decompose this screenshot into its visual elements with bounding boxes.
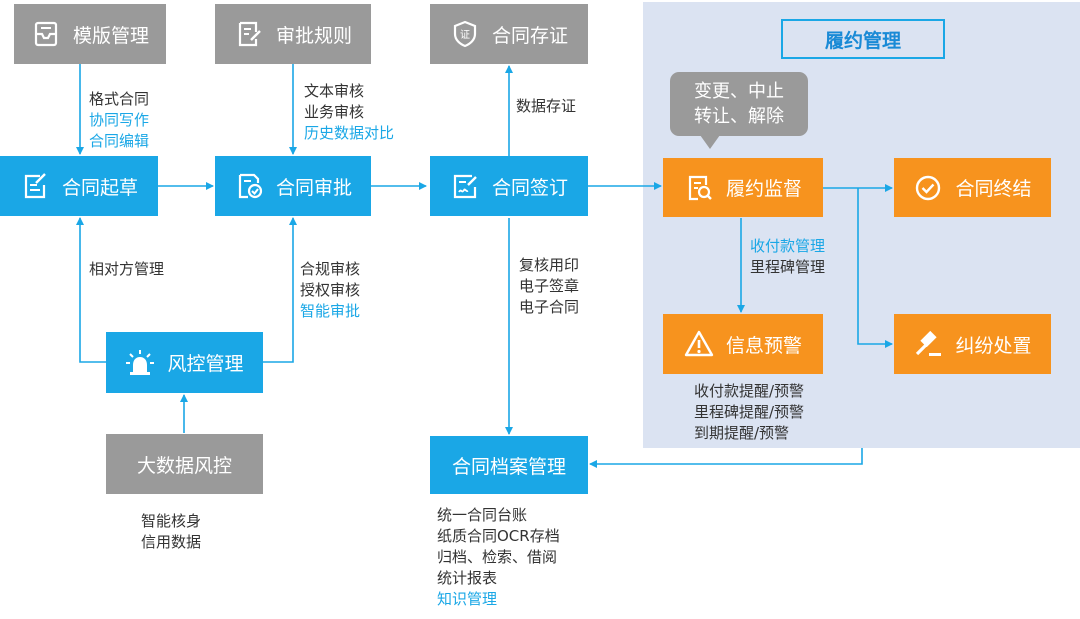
template-management-label: 模版管理: [72, 24, 149, 47]
change-bubble: 变更、中止 转让、解除: [670, 72, 808, 136]
warning-annotation: 收付款提醒/预警 里程碑提醒/预警 到期提醒/预警: [694, 381, 804, 444]
annotation-line: 格式合同: [89, 90, 150, 108]
annotation-line: 复核用印: [519, 256, 580, 274]
contract-close-label: 合同终结: [955, 178, 1032, 200]
annotation-line: 协同写作: [89, 111, 150, 129]
annotation-line: 业务审核: [304, 103, 365, 121]
warning-triangle-icon: [684, 330, 714, 357]
info-warning-box[interactable]: 信息预警: [663, 314, 823, 374]
template-annotation: 格式合同 协同写作 合同编辑: [89, 89, 149, 152]
bigdata-annotation: 智能核身 信用数据: [141, 511, 201, 553]
contract-archive-label: 合同档案管理: [451, 455, 566, 478]
annotation-line: 数据存证: [516, 97, 577, 115]
checklist-icon: [238, 21, 261, 47]
contract-evidence-label: 合同存证: [491, 24, 568, 47]
alarm-light-icon: [126, 349, 155, 375]
risk-control-box[interactable]: 风控管理: [106, 332, 263, 393]
info-warning-label: 信息预警: [725, 334, 802, 357]
annotation-line: 到期提醒/预警: [694, 424, 790, 442]
annotation-line: 信用数据: [141, 533, 202, 551]
annotation-line: 归档、检索、借阅: [437, 548, 558, 566]
contract-close-box[interactable]: 合同终结: [894, 158, 1051, 217]
annotation-line: 授权审核: [300, 281, 361, 299]
bubble-tail: [700, 135, 720, 149]
document-search-icon: [688, 175, 712, 200]
annotation-line: 里程碑提醒/预警: [694, 403, 805, 421]
annotation-line: 历史数据对比: [304, 124, 395, 142]
check-circle-icon: [916, 175, 941, 200]
rules-annotation: 文本审核 业务审核 历史数据对比: [304, 81, 394, 144]
signature-document-icon: [453, 174, 477, 199]
annotation-line: 智能核身: [141, 512, 202, 530]
contract-approval-box[interactable]: 合同审批: [215, 156, 371, 216]
big-data-risk-box[interactable]: 大数据风控: [106, 434, 263, 494]
tray-icon: [34, 21, 58, 47]
monitor-warning-annotation: 收付款管理 里程碑管理: [750, 236, 825, 278]
contract-approval-label: 合同审批: [275, 176, 352, 199]
contract-signing-box[interactable]: 合同签订: [430, 156, 588, 216]
contract-signing-label: 合同签订: [491, 176, 568, 199]
panel-title: 履约管理: [781, 19, 945, 59]
annotation-line: 合规审核: [300, 260, 361, 278]
annotation-line: 收付款管理: [750, 237, 826, 255]
shield-certificate-icon: 证: [453, 20, 477, 48]
arrow-risk-to-approval: [263, 217, 297, 363]
archive-annotation: 统一合同台账 纸质合同OCR存档 归档、检索、借阅 统计报表 知识管理: [437, 505, 560, 610]
bubble-line-1: 变更、中止: [694, 81, 784, 102]
annotation-line: 知识管理: [437, 590, 498, 608]
svg-text:证: 证: [460, 29, 470, 41]
arrow-monitor-to-dispute: [857, 188, 893, 348]
arrow-risk-to-draft: [76, 217, 106, 363]
annotation-line: 相对方管理: [89, 260, 165, 278]
contract-draft-box[interactable]: 合同起草: [0, 156, 158, 216]
performance-monitor-box[interactable]: 履约监督: [663, 158, 823, 217]
bubble-line-2: 转让、解除: [694, 106, 784, 127]
approved-document-icon: [238, 173, 263, 199]
annotation-line: 收付款提醒/预警: [694, 382, 805, 400]
annotation-line: 智能审批: [300, 302, 361, 320]
annotation-line: 文本审核: [304, 82, 365, 100]
risk-approval-annotation: 合规审核 授权审核 智能审批: [300, 259, 360, 322]
gavel-icon: [916, 330, 942, 356]
evidence-annotation: 数据存证: [516, 96, 576, 117]
annotation-line: 里程碑管理: [750, 258, 826, 276]
annotation-line: 统一合同台账: [437, 506, 528, 524]
annotation-line: 统计报表: [437, 569, 498, 587]
dispute-box[interactable]: 纠纷处置: [894, 314, 1051, 374]
annotation-line: 电子合同: [519, 298, 580, 316]
risk-control-label: 风控管理: [167, 353, 244, 375]
big-data-risk-label: 大数据风控: [136, 454, 232, 477]
contract-draft-label: 合同起草: [61, 176, 138, 199]
arrow-panel-to-archive: [589, 448, 863, 468]
approval-rules-label: 审批规则: [275, 24, 352, 47]
annotation-line: 合同编辑: [89, 132, 150, 150]
annotation-line: 纸质合同OCR存档: [437, 527, 560, 545]
template-management-box[interactable]: 模版管理: [14, 4, 166, 64]
approval-rules-box[interactable]: 审批规则: [215, 4, 371, 64]
contract-archive-box[interactable]: 合同档案管理: [430, 436, 588, 494]
counterparty-annotation: 相对方管理: [89, 259, 164, 280]
contract-evidence-box[interactable]: 证 合同存证: [430, 4, 588, 64]
dispute-label: 纠纷处置: [955, 334, 1032, 357]
signing-archive-annotation: 复核用印 电子签章 电子合同: [519, 255, 579, 318]
performance-monitor-label: 履约监督: [725, 178, 802, 200]
annotation-line: 电子签章: [519, 277, 580, 295]
edit-document-icon: [24, 173, 46, 199]
